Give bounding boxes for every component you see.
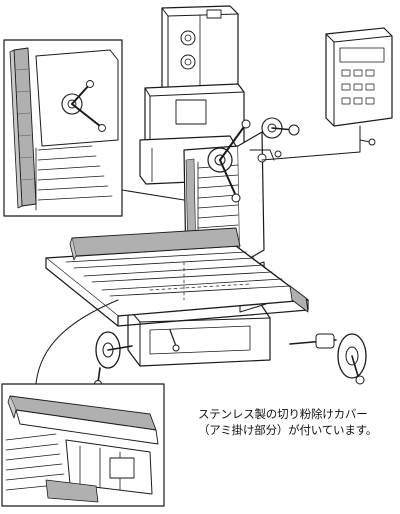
caption-line-2: （アミ掛け部分）が付いています。	[198, 423, 378, 437]
inset-table-cover-detail	[1, 383, 165, 507]
machine-column	[139, 5, 265, 269]
control-box-icon	[261, 27, 393, 161]
quill-feed-handles	[207, 117, 300, 203]
caption-line-1: ステンレス製の切り粉除けカバー	[198, 407, 368, 421]
caption: ステンレス製の切り粉除けカバー （アミ掛け部分）が付いています。	[198, 406, 398, 438]
inset-column-cover-detail	[3, 39, 123, 217]
work-table	[45, 227, 309, 327]
